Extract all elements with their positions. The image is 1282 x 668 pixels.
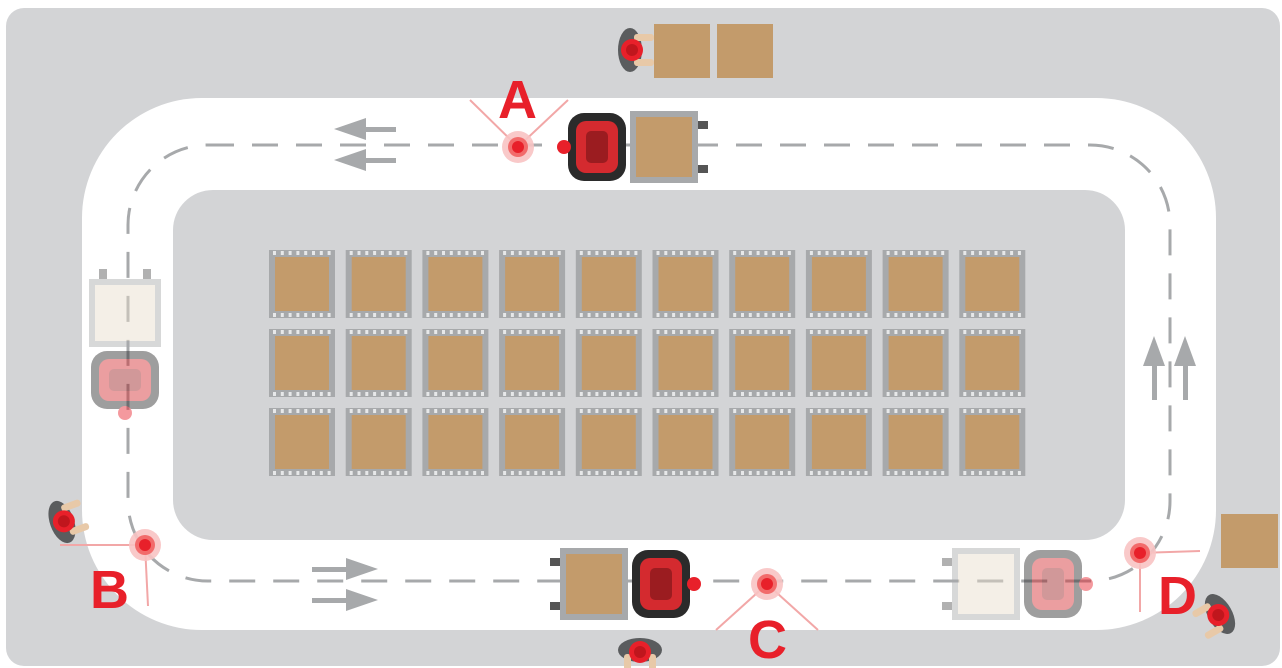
pallet-truck-icon — [557, 111, 708, 183]
loose-box-right — [1221, 514, 1278, 568]
pallet-with-box — [269, 250, 335, 318]
pallet-with-box — [959, 408, 1025, 476]
pallet-with-box — [883, 408, 949, 476]
pallet-with-box — [422, 408, 488, 476]
pallet-with-box — [883, 329, 949, 397]
pallet-with-box — [729, 408, 795, 476]
pallet-with-box — [576, 408, 642, 476]
pallet-with-box — [269, 329, 335, 397]
pallet-with-box — [499, 250, 565, 318]
point-label-c: C — [748, 610, 787, 668]
point-label-b: B — [90, 560, 129, 620]
pallet-with-box — [422, 329, 488, 397]
pallet-with-box — [499, 329, 565, 397]
point-label-a: A — [498, 70, 537, 130]
pallet-with-box — [269, 408, 335, 476]
pallet-with-box — [422, 250, 488, 318]
pallet-truck-icon — [550, 548, 701, 620]
pallet-with-box — [653, 408, 719, 476]
point-label-d: D — [1158, 566, 1197, 626]
pallet-with-box — [346, 329, 412, 397]
pallet-with-box — [806, 250, 872, 318]
pallet-with-box — [653, 329, 719, 397]
pallet-with-box — [806, 408, 872, 476]
pallet-with-box — [499, 408, 565, 476]
pallet-with-box — [576, 329, 642, 397]
pallet-with-box — [959, 329, 1025, 397]
pallet-with-box — [346, 408, 412, 476]
pallet-with-box — [576, 250, 642, 318]
pallet-with-box — [729, 250, 795, 318]
pallet-with-box — [729, 329, 795, 397]
pallet-truck-icon — [89, 269, 161, 420]
pallet-with-box — [806, 329, 872, 397]
pallet-with-box — [346, 250, 412, 318]
pallet-with-box — [653, 250, 719, 318]
pallet-truck-icon — [942, 548, 1093, 620]
pallet-with-box — [959, 250, 1025, 318]
pallet-with-box — [883, 250, 949, 318]
